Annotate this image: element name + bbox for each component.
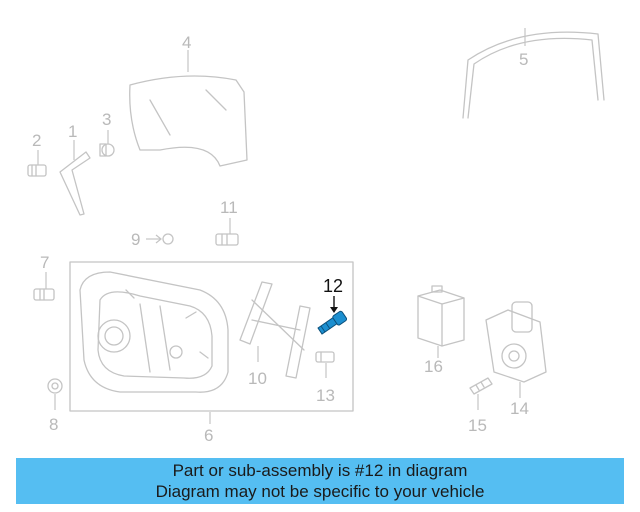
callout-8: 8 (49, 415, 58, 434)
part-11-bolt[interactable]: 11 (215, 198, 239, 246)
part-3-clip[interactable]: 3 (99, 110, 115, 157)
callout-1: 1 (68, 122, 77, 141)
callout-15: 15 (468, 416, 487, 435)
callout-16: 16 (424, 357, 443, 376)
part-7-bolt[interactable]: 7 (33, 253, 55, 301)
callout-5: 5 (519, 50, 528, 69)
part-16-control-module[interactable]: 16 (417, 285, 465, 376)
callout-4: 4 (182, 33, 191, 52)
callout-2: 2 (32, 131, 41, 150)
part-13-bolt[interactable]: 13 (315, 351, 335, 405)
part-8-grommet[interactable]: 8 (47, 378, 63, 434)
part-2-bolt[interactable]: 2 (27, 131, 47, 177)
part-12-bolt-highlighted[interactable]: 12 (317, 276, 348, 335)
callout-12: 12 (323, 276, 343, 296)
callout-6: 6 (204, 426, 213, 445)
callout-13: 13 (316, 386, 335, 405)
callout-14: 14 (510, 399, 529, 418)
callout-7: 7 (40, 253, 49, 272)
callout-10: 10 (248, 369, 267, 388)
callout-3: 3 (102, 110, 111, 129)
part-4-door-glass[interactable]: 4 (129, 33, 248, 167)
callout-9: 9 (131, 230, 140, 249)
part-9-clip[interactable]: 9 (131, 230, 174, 249)
part-6-door-module[interactable]: 6 (69, 261, 354, 445)
banner-line-1: Part or sub-assembly is #12 in diagram (172, 461, 468, 480)
callout-11: 11 (220, 198, 238, 217)
part-15-screw[interactable]: 15 (468, 377, 493, 435)
part-10-window-regulator[interactable]: 10 (239, 281, 311, 388)
banner-line-2: Diagram may not be specific to your vehi… (155, 482, 485, 501)
part-14-window-motor[interactable]: 14 (485, 301, 547, 418)
part-1-trim-bracket[interactable]: 1 (59, 122, 91, 216)
info-banner: Part or sub-assembly is #12 in diagram D… (16, 458, 624, 504)
part-5-window-channel[interactable]: 5 (462, 28, 605, 119)
